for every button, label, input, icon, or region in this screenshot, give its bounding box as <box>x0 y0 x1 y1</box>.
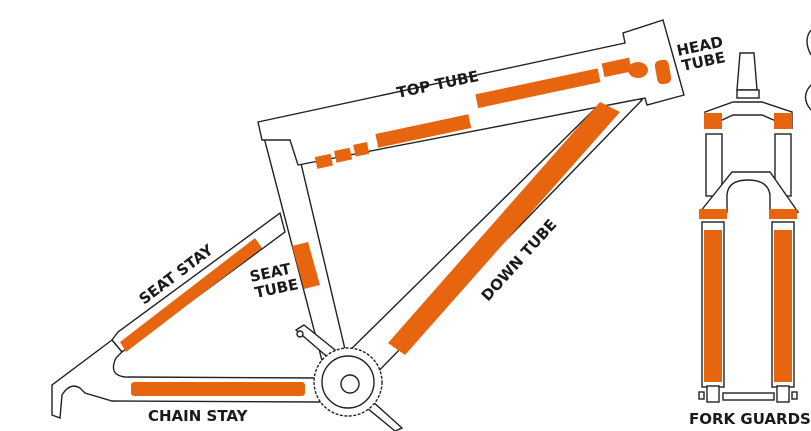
fork-arch <box>698 171 800 213</box>
crown-sticker-right <box>774 113 792 129</box>
bottom-bracket <box>340 374 360 394</box>
top-tube-stickers <box>314 57 632 169</box>
crown-sticker-left <box>704 113 722 129</box>
fork-guard-right <box>774 230 792 382</box>
seal-sticker-left <box>699 209 727 219</box>
dropout-right <box>776 385 790 403</box>
seat-tube-sticker <box>292 242 320 289</box>
suspension-fork <box>698 52 800 403</box>
frame-stickers <box>120 57 672 396</box>
seat-stay-sticker <box>120 238 262 352</box>
wheel-edge <box>804 29 811 111</box>
axle-end-right <box>791 391 798 400</box>
head-tube-sticker <box>654 59 672 85</box>
dropout-left <box>706 385 720 403</box>
fork-guard-left <box>704 230 722 382</box>
label-fork-guards: FORK GUARDS <box>689 410 811 428</box>
down-tube-sticker <box>388 102 620 355</box>
crown-race <box>736 89 760 99</box>
head-tube-dot-sticker <box>628 62 648 78</box>
pedal-hole <box>296 330 304 338</box>
steerer-tube <box>736 52 758 91</box>
axle <box>722 392 775 401</box>
label-chain-stay: CHAIN STAY <box>148 407 249 425</box>
seal-sticker-right <box>769 209 797 219</box>
chain-stay-outline <box>51 339 321 419</box>
top-tube-outline <box>257 19 685 166</box>
chain-stay-sticker <box>131 382 305 396</box>
axle-end-left <box>698 391 705 400</box>
